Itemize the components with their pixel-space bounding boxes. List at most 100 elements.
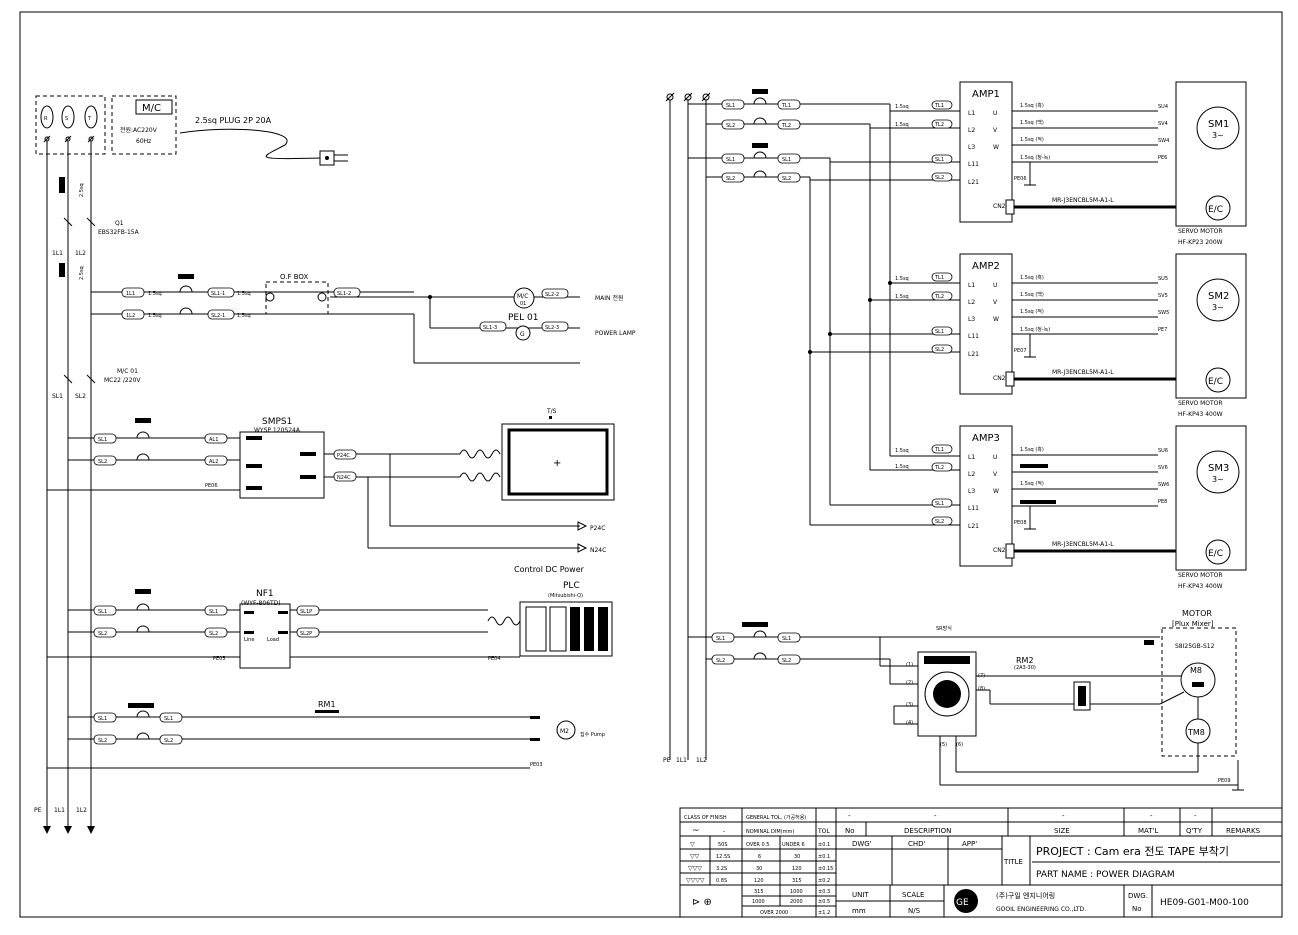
svg-text:Line: Line [244, 637, 254, 643]
svg-text:PE04: PE04 [488, 656, 501, 662]
of-box-label: O.F BOX [280, 273, 308, 281]
svg-text:P24C: P24C [337, 453, 350, 459]
svg-text:(1): (1) [906, 662, 913, 668]
svg-text:▽▽: ▽▽ [690, 853, 700, 860]
svg-text:U: U [993, 454, 997, 461]
svg-text:MR-J3ENCBL5M-A1-L: MR-J3ENCBL5M-A1-L [1052, 541, 1114, 548]
svg-text:SM1: SM1 [1208, 119, 1229, 130]
svg-text:SW6: SW6 [1158, 482, 1169, 488]
svg-text:-: - [934, 812, 937, 820]
svg-text:CN2: CN2 [993, 547, 1006, 554]
sm3-motor [1196, 450, 1240, 494]
mixer-group: SL1 SL2 SL1 SL2 SR방식 (1) (2) (3) (4) (5)… [688, 609, 1244, 791]
svg-text:L21: L21 [968, 179, 979, 186]
svg-text:SCALE: SCALE [902, 891, 924, 899]
svg-text:TITLE: TITLE [1003, 858, 1023, 866]
svg-text:Load: Load [267, 637, 279, 643]
svg-text:120: 120 [792, 866, 802, 872]
svg-text:3~: 3~ [1212, 475, 1224, 484]
amp3-name: AMP3 [972, 433, 1000, 444]
svg-text:1000: 1000 [790, 889, 803, 895]
svg-text:(2A3-30): (2A3-30) [1014, 665, 1036, 671]
svg-text:30: 30 [794, 854, 800, 860]
svg-text:CN2: CN2 [993, 203, 1006, 210]
sm1-motor [1196, 106, 1240, 150]
svg-text:L11: L11 [968, 333, 979, 340]
svg-text:TOL: TOL [817, 828, 830, 835]
svg-text:MAT'L: MAT'L [1138, 827, 1158, 835]
svg-text:OVER 0.5: OVER 0.5 [746, 842, 769, 848]
svg-text:SL2: SL2 [782, 658, 791, 664]
svg-text:PE03: PE03 [530, 762, 543, 768]
svg-text:SL1: SL1 [98, 437, 107, 443]
svg-text:L2: L2 [968, 127, 975, 134]
svg-text:2000: 2000 [790, 899, 803, 905]
svg-text:1.5sq (적): 1.5sq (적) [1020, 480, 1044, 487]
svg-text:3.2S: 3.2S [716, 866, 727, 872]
svg-text:CHD': CHD' [908, 840, 926, 848]
svg-text:SERVO MOTOR: SERVO MOTOR [1178, 400, 1223, 407]
svg-text:SL1: SL1 [209, 609, 218, 615]
svg-text:SV4: SV4 [1158, 121, 1168, 127]
svg-text:PE06: PE06 [205, 483, 218, 489]
svg-text:SV6: SV6 [1158, 465, 1168, 471]
main-text: MAIN 전원 [595, 294, 624, 302]
svg-text:E/C: E/C [1208, 377, 1223, 387]
svg-text:L21: L21 [968, 351, 979, 358]
svg-text:V: V [993, 471, 998, 478]
svg-text:L3: L3 [968, 144, 975, 151]
svg-text:L1: L1 [968, 454, 975, 461]
phase-r-label: R [44, 116, 48, 122]
svg-text:1.5sq: 1.5sq [895, 294, 909, 300]
svg-text:SL2P: SL2P [300, 631, 312, 637]
svg-text:1.5sq (청-녹): 1.5sq (청-녹) [1020, 155, 1050, 161]
svg-text:1.5sq: 1.5sq [895, 276, 909, 282]
plc-group: Control DC Power PLC (Mitsubishi-Q) SL1 … [47, 565, 613, 669]
svg-text:SR방식: SR방식 [936, 625, 952, 632]
svg-text:PE05: PE05 [213, 656, 226, 662]
svg-text:PE06: PE06 [1014, 176, 1027, 182]
svg-text:SL1: SL1 [782, 157, 791, 163]
svg-text:SL2: SL2 [75, 393, 86, 400]
rm2-label: RM2 [1016, 656, 1034, 665]
svg-text:CN2: CN2 [993, 375, 1006, 382]
svg-text:SL2: SL2 [98, 738, 107, 744]
amp2-name: AMP2 [972, 261, 1000, 272]
svg-text:TL1: TL1 [934, 103, 944, 109]
svg-text:PE07: PE07 [1014, 348, 1027, 354]
svg-text:SU5: SU5 [1158, 276, 1168, 282]
svg-text:1.5sq: 1.5sq [148, 291, 162, 297]
svg-text:SM2: SM2 [1208, 291, 1229, 302]
source-terminal-box [35, 95, 106, 155]
svg-text:(4): (4) [906, 720, 913, 726]
svg-text:W: W [993, 488, 999, 495]
svg-text:No: No [1132, 905, 1142, 913]
motor-title: MOTOR [1182, 609, 1212, 618]
svg-text:W: W [993, 144, 999, 151]
svg-text:PE6: PE6 [1158, 155, 1167, 161]
svg-text:TL2: TL2 [781, 123, 791, 129]
svg-text:SL1: SL1 [935, 501, 944, 507]
svg-text:SL2: SL2 [726, 123, 735, 129]
svg-text:315: 315 [754, 889, 764, 895]
svg-text:UNDER 6: UNDER 6 [782, 842, 805, 848]
svg-text:1L1: 1L1 [126, 291, 135, 297]
svg-text:L1: L1 [968, 282, 975, 289]
svg-text:[Plux Mixer]: [Plux Mixer] [1172, 620, 1214, 628]
svg-text:(WYF-806TD): (WYF-806TD) [241, 600, 281, 607]
svg-text:SL2: SL2 [164, 738, 173, 744]
svg-text:SL1: SL1 [782, 636, 791, 642]
svg-text:HF-KP43 400W: HF-KP43 400W [1178, 583, 1223, 590]
svg-text:N24C: N24C [337, 475, 351, 481]
svg-text:SU6: SU6 [1158, 448, 1168, 454]
svg-text:±0.1: ±0.1 [818, 842, 830, 848]
svg-text:TL1: TL1 [934, 447, 944, 453]
svg-text:12.5S: 12.5S [716, 854, 730, 860]
svg-text:-: - [1150, 812, 1153, 820]
svg-text:±1.2: ±1.2 [818, 910, 830, 916]
mc01-model: MC22 /220V [104, 377, 141, 384]
mc-coil [513, 287, 535, 309]
svg-text:SL1-1: SL1-1 [211, 291, 225, 297]
